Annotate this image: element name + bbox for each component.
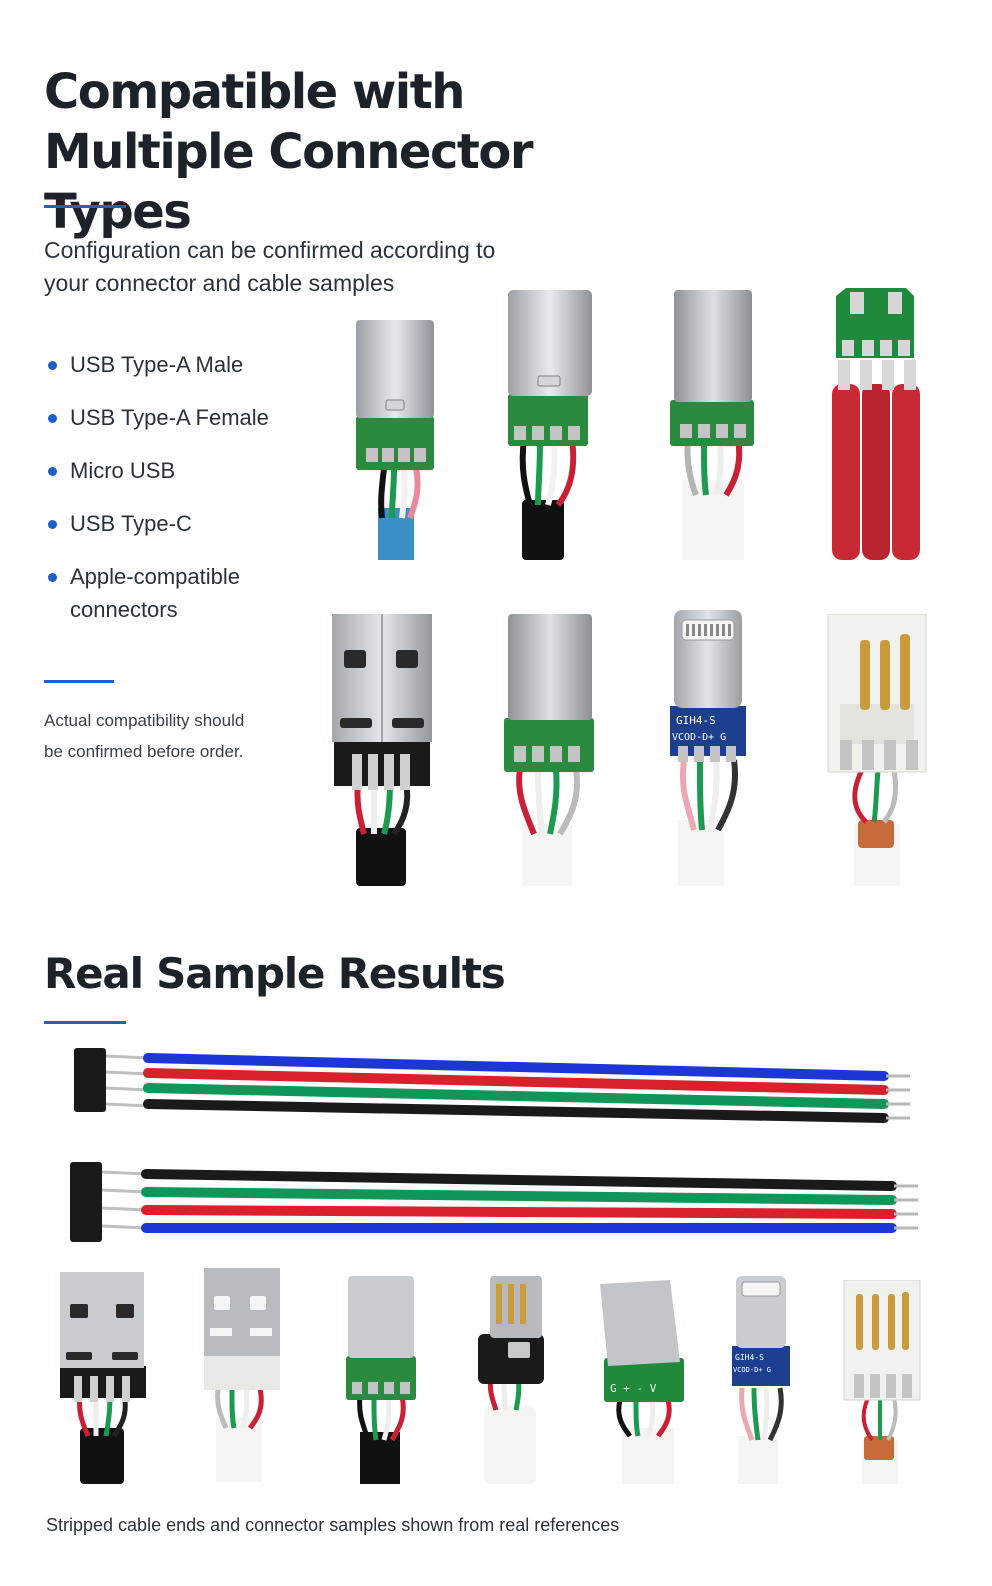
connector-photo-apple-legacy <box>826 614 928 886</box>
sample-apple-legacy <box>842 1280 922 1484</box>
cable-harness-1 <box>74 1048 910 1123</box>
cable-harness-2 <box>70 1162 918 1242</box>
connector-photo-type-c-blue-cable <box>340 318 450 560</box>
page-title-line-2: Multiple Connector Types <box>44 124 534 240</box>
bullet-dot-icon <box>48 414 57 423</box>
pcb-label-lightning-bottom: VCOD-D+ G <box>733 1366 771 1374</box>
pcb-label-lightning-bottom: VCOD-D+ G <box>672 732 726 743</box>
title-divider <box>44 205 126 208</box>
intro-line-2: your connector and cable samples <box>44 270 395 296</box>
section-title-results: Real Sample Results <box>44 949 506 998</box>
connector-photo-usb-a-male <box>330 614 434 886</box>
connector-photo-type-c-black-cable <box>500 290 600 560</box>
note-divider <box>44 680 114 683</box>
sample-lightning: GIH4-S VCOD-D+ G <box>732 1276 792 1484</box>
list-item: Micro USB <box>44 454 314 487</box>
sample-usb-a-female <box>200 1268 284 1482</box>
list-item: USB Type-A Female <box>44 401 314 434</box>
pcb-label-lightning-top: GIH4-S <box>735 1353 764 1362</box>
intro-text: Configuration can be confirmed according… <box>44 234 544 300</box>
bullet-dot-icon <box>48 361 57 370</box>
results-caption: Stripped cable ends and connector sample… <box>46 1515 620 1535</box>
page-title-line-1: Compatible with <box>44 64 465 120</box>
bullet-dot-icon <box>48 467 57 476</box>
sample-micro-usb <box>474 1276 550 1484</box>
cable-harness-samples <box>60 1040 940 1255</box>
sample-usb-a-male <box>58 1272 148 1484</box>
bullet-dot-icon <box>48 573 57 582</box>
compatibility-note: Actual compatibility should be confirmed… <box>44 711 245 761</box>
list-item: USB Type-C <box>44 507 314 540</box>
bullet-dot-icon <box>48 520 57 529</box>
page-title: Compatible with Multiple Connector Types <box>44 62 664 242</box>
connector-type-list: USB Type-A Male USB Type-A Female Micro … <box>44 348 314 646</box>
list-item: USB Type-A Male <box>44 348 314 381</box>
pcb-label-gnd-plus: G + - V <box>610 1382 657 1395</box>
connector-photo-type-c-gddv <box>668 290 758 560</box>
results-divider <box>44 1021 126 1024</box>
connector-photo-lightning: GIH4-S VCOD-D+ G <box>670 610 750 886</box>
sample-type-c-gnd: G + - V <box>594 1278 690 1484</box>
connector-photo-type-c-white-cable <box>502 614 598 886</box>
sample-type-c-black <box>344 1276 420 1484</box>
connector-photo-pcb-red-cables <box>826 288 926 560</box>
intro-line-1: Configuration can be confirmed according… <box>44 237 496 263</box>
pcb-label-lightning-top: GIH4-S <box>676 714 716 727</box>
